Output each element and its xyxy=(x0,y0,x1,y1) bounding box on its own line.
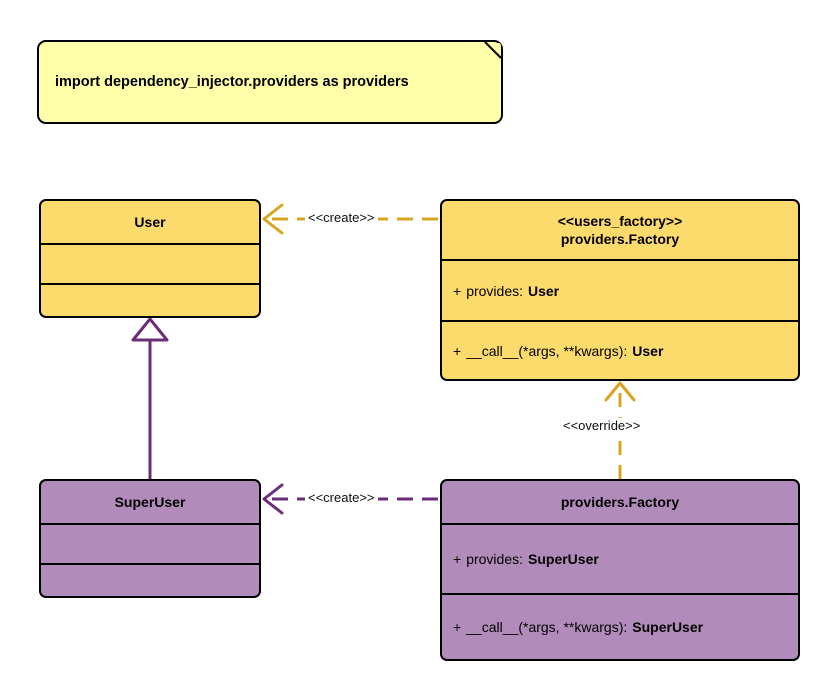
class-user-attributes-compartment xyxy=(41,243,259,283)
class-user-name: User xyxy=(134,213,166,230)
class-users-factory-stereotype: <<users_factory>> xyxy=(557,212,683,229)
class-user-title-compartment: User xyxy=(41,201,259,243)
class-box-providers-factory[interactable]: providers.Factory + provides: SuperUser … xyxy=(440,479,800,661)
edge-label-override: <<override>> xyxy=(560,418,644,433)
class-box-users-factory[interactable]: <<users_factory>> providers.Factory + pr… xyxy=(440,199,800,381)
method-visibility: + xyxy=(453,342,462,359)
class-box-user[interactable]: User xyxy=(39,199,261,318)
class-providers-factory-title-compartment: providers.Factory xyxy=(442,481,798,523)
class-super-user-title-compartment: SuperUser xyxy=(41,481,259,523)
class-user-methods-compartment xyxy=(41,283,259,316)
class-providers-factory-methods-compartment: + __call__(*args, **kwargs): SuperUser xyxy=(442,593,798,659)
class-super-user-name: SuperUser xyxy=(114,493,186,510)
method-label: __call__(*args, **kwargs): xyxy=(466,619,628,635)
class-users-factory-methods-compartment: + __call__(*args, **kwargs): User xyxy=(442,320,798,379)
edge-override-arrowhead xyxy=(604,381,636,402)
class-users-factory-name: providers.Factory xyxy=(560,231,680,247)
method-value: SuperUser xyxy=(632,619,704,635)
method-visibility: + xyxy=(453,619,462,635)
note-fold-icon xyxy=(484,41,502,59)
class-super-user-methods-compartment xyxy=(41,563,259,596)
method-label: __call__(*args, **kwargs): xyxy=(466,342,628,359)
class-super-user-attributes-compartment xyxy=(41,523,259,563)
attr-value: User xyxy=(528,282,560,299)
class-box-super-user[interactable]: SuperUser xyxy=(39,479,261,598)
edge-label-create-super-user: <<create>> xyxy=(305,490,378,505)
attr-visibility: + xyxy=(453,551,462,567)
class-providers-factory-name: providers.Factory xyxy=(560,493,680,510)
attr-visibility: + xyxy=(453,282,462,299)
note-import: import dependency_injector.providers as … xyxy=(37,40,503,124)
attr-value: SuperUser xyxy=(528,551,599,567)
class-providers-factory-attributes-compartment: + provides: SuperUser xyxy=(442,523,798,593)
edge-generalization-triangle xyxy=(131,317,169,342)
class-users-factory-title-compartment: <<users_factory>> providers.Factory xyxy=(442,201,798,259)
edge-generalization xyxy=(131,317,169,479)
note-text: import dependency_injector.providers as … xyxy=(55,74,409,90)
class-users-factory-attributes-compartment: + provides: User xyxy=(442,259,798,320)
edge-create-user-arrowhead xyxy=(262,203,284,235)
edge-create-super-user-arrowhead xyxy=(262,483,284,515)
attr-label: provides: xyxy=(466,551,523,567)
edge-label-create-user: <<create>> xyxy=(305,210,378,225)
attr-label: provides: xyxy=(466,282,523,299)
method-value: User xyxy=(632,342,664,359)
